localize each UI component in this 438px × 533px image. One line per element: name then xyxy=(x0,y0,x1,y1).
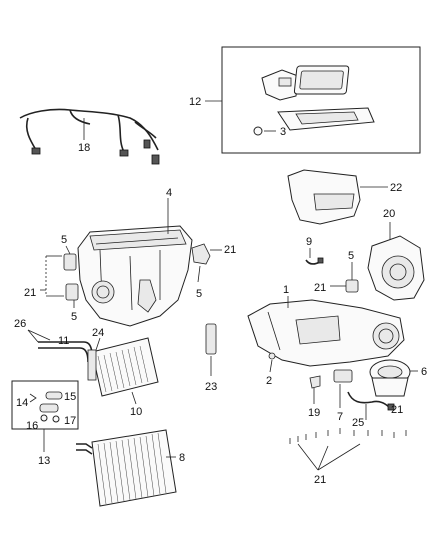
part-2-clip xyxy=(268,352,276,373)
part-3-clip xyxy=(253,126,263,136)
callout-21b: 21 xyxy=(224,244,236,256)
callout-10: 10 xyxy=(130,406,142,418)
part-13-fittings-box xyxy=(11,380,79,452)
callout-2: 2 xyxy=(266,375,272,387)
callout-11: 11 xyxy=(58,335,69,347)
callout-5d: 5 xyxy=(348,250,354,262)
part-23-sensor xyxy=(205,323,217,376)
callout-19: 19 xyxy=(308,407,320,419)
callout-23: 23 xyxy=(205,381,217,393)
part-6-blower-motor xyxy=(369,359,418,397)
part-19-7-items xyxy=(309,369,353,408)
callout-3: 3 xyxy=(280,126,286,138)
callout-18: 18 xyxy=(78,142,90,154)
right-actuator xyxy=(191,243,222,283)
part-10-heater-core xyxy=(87,337,159,405)
callout-26: 26 xyxy=(14,318,26,330)
evaporator-fins xyxy=(97,432,167,505)
callout-12: 12 xyxy=(189,96,201,108)
callout-21c: 21 xyxy=(314,282,326,294)
callout-5b: 5 xyxy=(71,311,77,323)
callout-16: 16 xyxy=(26,420,38,432)
callout-15: 15 xyxy=(64,391,76,403)
callout-17: 17 xyxy=(64,415,76,427)
part-25-wire xyxy=(347,391,395,420)
heater-core-fins xyxy=(97,345,149,393)
callout-1: 1 xyxy=(283,284,289,296)
callout-25: 25 xyxy=(352,417,364,429)
callout-6: 6 xyxy=(421,366,427,378)
callout-5a: 5 xyxy=(61,234,67,246)
callout-21d: 21 xyxy=(391,404,403,416)
callout-8: 8 xyxy=(179,452,185,464)
callout-labels: 1 2 3 4 5 5 5 5 6 7 8 9 10 11 12 13 14 1… xyxy=(14,96,427,486)
kit-bracket-part xyxy=(261,69,299,101)
part-18-wire-harness xyxy=(19,108,160,165)
part-5-right-actuator xyxy=(330,262,359,293)
callout-22: 22 xyxy=(390,182,402,194)
part-20-blower-housing xyxy=(367,222,425,301)
callout-7: 7 xyxy=(337,411,343,423)
part-12-kit-box xyxy=(205,46,421,154)
callout-24: 24 xyxy=(92,327,104,339)
callout-13: 13 xyxy=(38,455,50,467)
part-8-evaporator xyxy=(76,429,177,507)
left-actuators xyxy=(40,245,79,308)
part-21-screws xyxy=(289,428,407,471)
callout-21e: 21 xyxy=(314,474,326,486)
part-1-lower-housing xyxy=(247,296,405,367)
part-22-duct xyxy=(287,169,388,225)
part-9-sensor xyxy=(305,248,324,265)
kit-seal-plate-part xyxy=(277,107,375,131)
callout-4: 4 xyxy=(166,187,172,199)
kit-gasket-part xyxy=(293,65,350,95)
callout-14: 14 xyxy=(16,397,28,409)
callout-21a: 21 xyxy=(24,287,36,299)
callout-20: 20 xyxy=(383,208,395,220)
callout-5c: 5 xyxy=(196,288,202,300)
part-4-hvac-housing xyxy=(77,198,193,327)
callout-9: 9 xyxy=(306,236,312,248)
